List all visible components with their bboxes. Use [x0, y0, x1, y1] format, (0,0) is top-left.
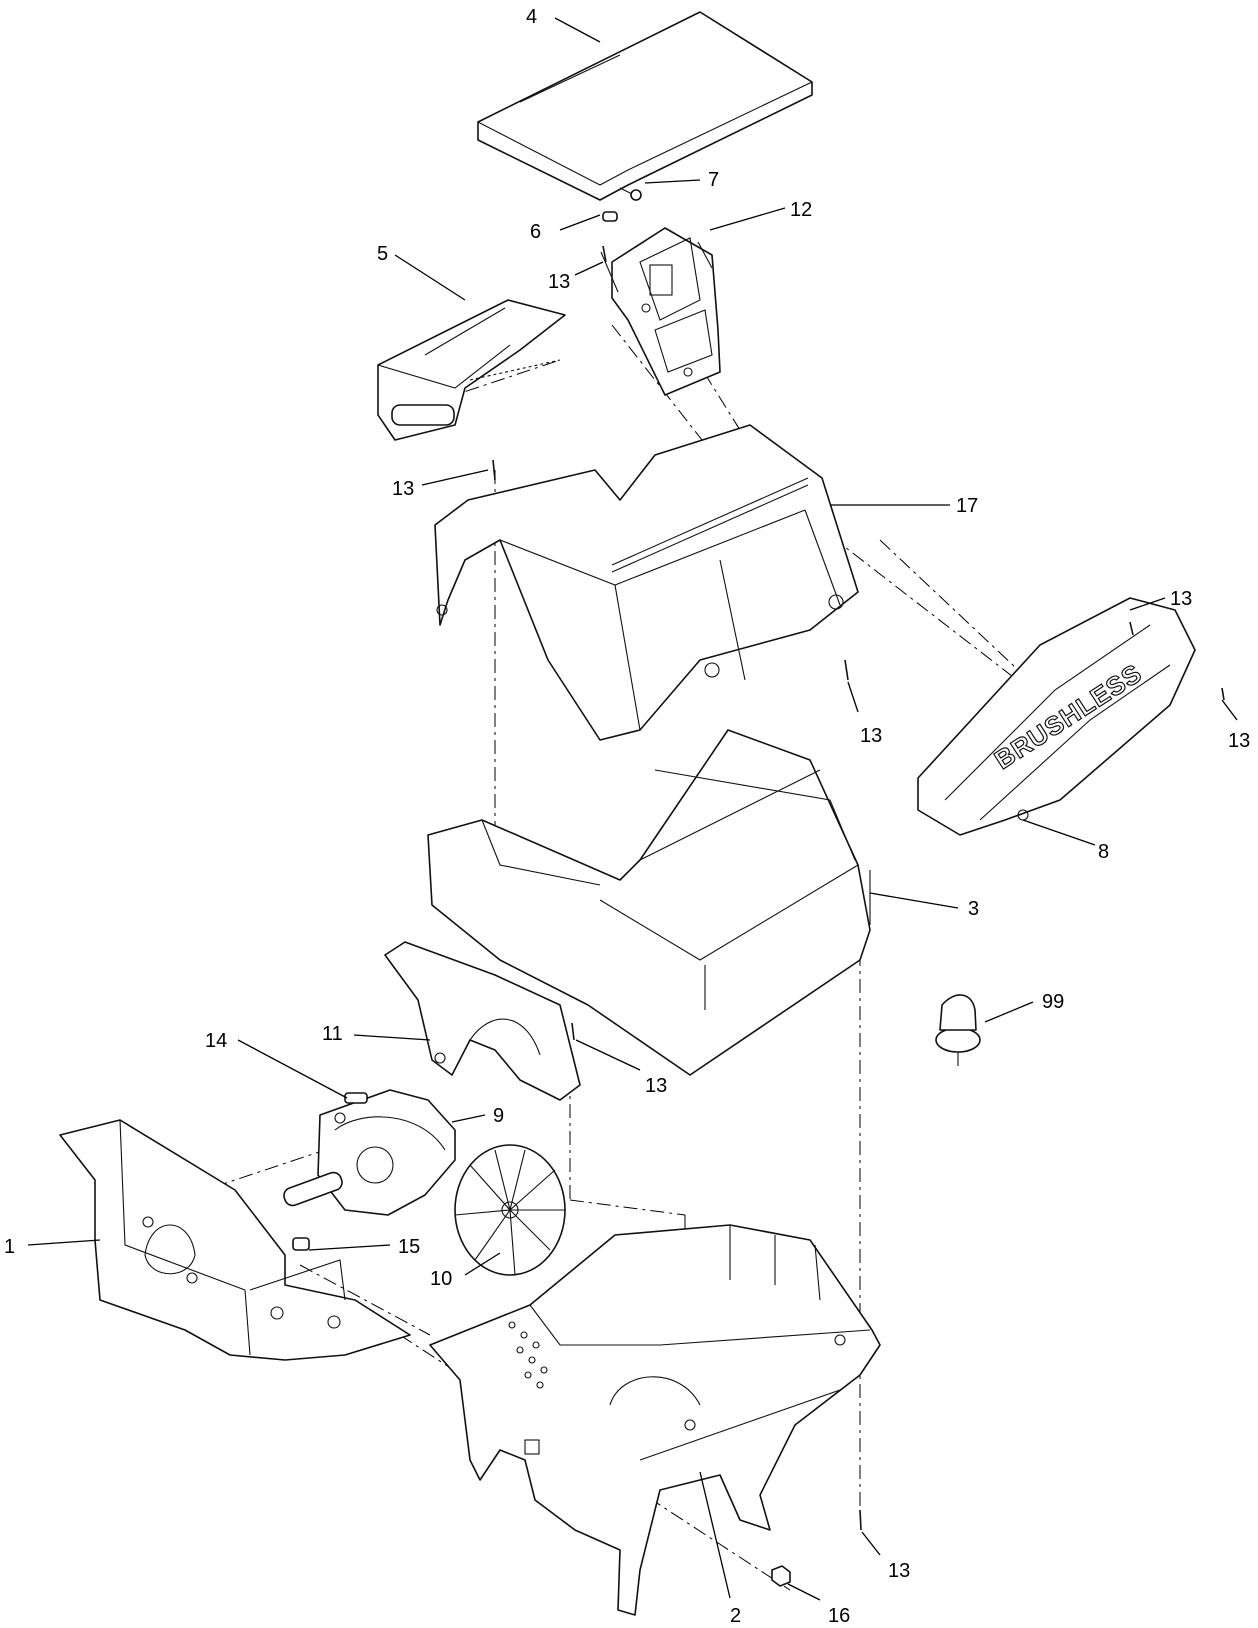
callout-10: 10 — [430, 1268, 452, 1290]
part-15-screw — [292, 1237, 310, 1251]
part-4-top-cover — [477, 11, 813, 201]
callout-13f: 13 — [645, 1075, 667, 1097]
callout-4: 4 — [526, 6, 537, 28]
callout-13b: 13 — [392, 478, 414, 500]
part-8-motor-cover: BRUSHLESS — [917, 597, 1196, 836]
part-17-upper-housing — [434, 424, 859, 741]
part-6-pin — [602, 211, 618, 222]
callout-labels: 4 7 6 12 13 5 13 17 13 13 13 8 3 99 11 1… — [4, 6, 1250, 1627]
callout-13c: 13 — [1170, 588, 1192, 610]
callout-leader-lines — [27, 17, 1238, 1601]
callout-99: 99 — [1042, 991, 1064, 1013]
part-13-screws — [492, 245, 1225, 1531]
callout-13a: 13 — [548, 271, 570, 293]
part-9-motor — [283, 1089, 456, 1216]
callout-13e: 13 — [1228, 730, 1250, 752]
part-14-bolt — [344, 1092, 368, 1104]
callout-3: 3 — [968, 898, 979, 920]
callout-12: 12 — [790, 199, 812, 221]
callout-16: 16 — [828, 1605, 850, 1627]
callout-2: 2 — [730, 1605, 741, 1627]
part-12-switch-box — [600, 227, 721, 396]
part-1-motor-mount — [59, 1119, 411, 1361]
callout-11: 11 — [322, 1023, 343, 1045]
callout-8: 8 — [1098, 841, 1109, 863]
part-11-shroud — [384, 941, 581, 1101]
callout-9: 9 — [493, 1105, 504, 1127]
callout-5: 5 — [377, 243, 388, 265]
part-5-deflector — [377, 299, 566, 441]
part-99-key — [935, 994, 981, 1066]
callout-17: 17 — [956, 495, 978, 517]
callout-14: 14 — [205, 1030, 227, 1052]
callout-7: 7 — [708, 169, 719, 191]
callout-1: 1 — [4, 1236, 15, 1258]
part-3-mid-housing — [427, 729, 871, 1076]
part-16-nut — [771, 1565, 791, 1587]
part-7-clip — [630, 189, 642, 201]
part-10-fan — [454, 1144, 566, 1276]
callout-6: 6 — [530, 221, 541, 243]
callout-13d: 13 — [860, 725, 882, 747]
vent-holes — [508, 1321, 548, 1389]
part-2-base-housing — [429, 1224, 881, 1616]
callout-15: 15 — [398, 1236, 420, 1258]
callout-13g: 13 — [888, 1560, 910, 1582]
